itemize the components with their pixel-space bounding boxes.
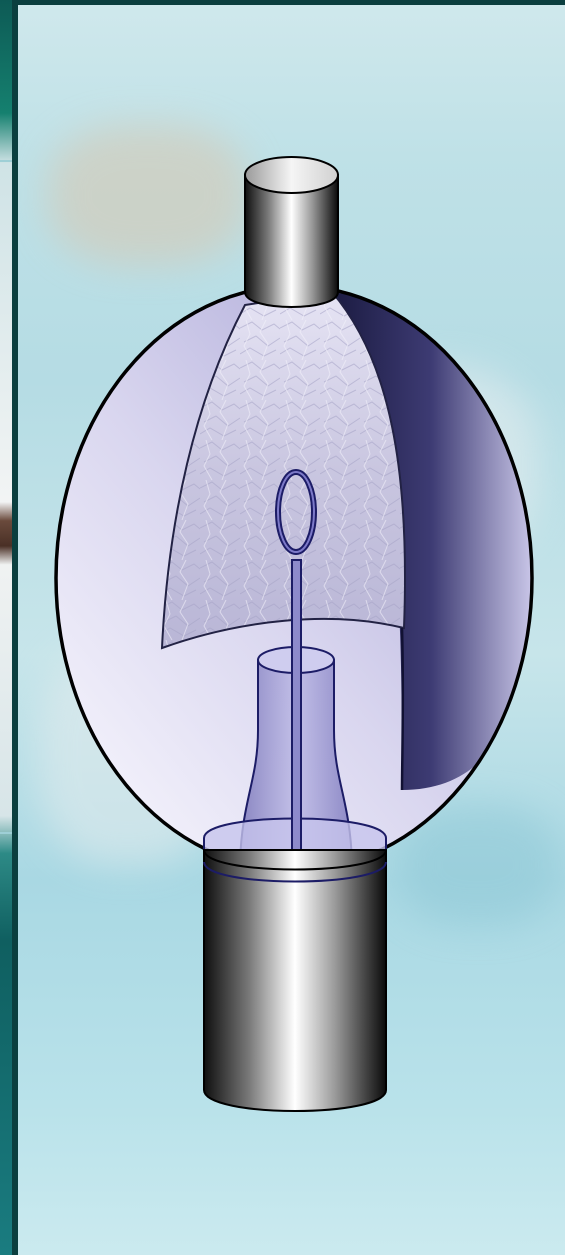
base-cap [204, 850, 386, 1111]
top-cap [245, 175, 338, 307]
top-cap-face [245, 157, 338, 193]
support-rod [292, 560, 301, 870]
